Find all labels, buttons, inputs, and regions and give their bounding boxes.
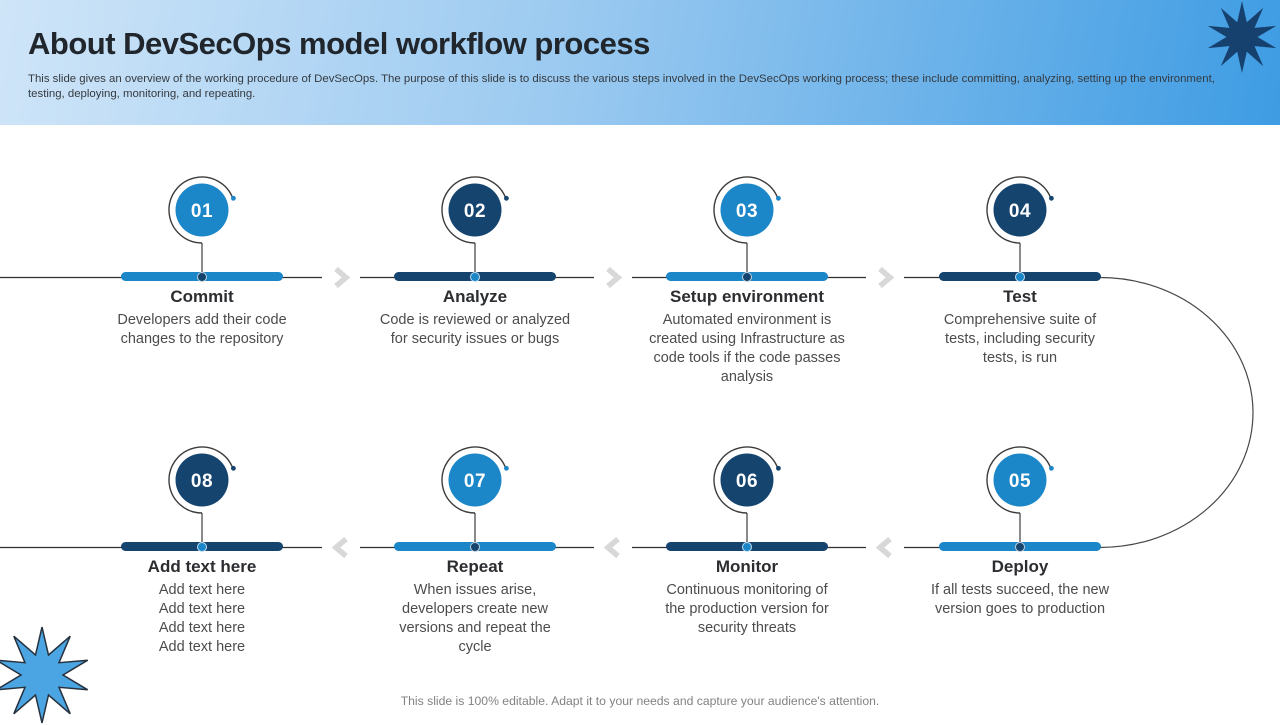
chevron-left-icon: [322, 534, 360, 561]
loop-connector: [1099, 276, 1254, 549]
chevron-right-icon: [866, 264, 904, 291]
starburst-icon: [0, 626, 89, 724]
step-number: 04: [1009, 201, 1031, 222]
timeline-node-dot: [197, 272, 207, 282]
step-node-icon: 02: [441, 176, 509, 277]
step-number: 01: [191, 201, 213, 222]
workflow-diagram: 01 Commit Developers add their code chan…: [0, 125, 1280, 720]
step-node-icon: 06: [713, 446, 781, 547]
step-description: Developers add their code changes to the…: [117, 312, 287, 348]
step-title: Deploy: [991, 557, 1049, 576]
slide-header: About DevSecOps model workflow process T…: [0, 0, 1280, 125]
step-title: Monitor: [715, 557, 779, 576]
page-title: About DevSecOps model workflow process: [28, 26, 650, 61]
timeline-node-dot: [1015, 272, 1025, 282]
step-description: When issues arise, developers create new…: [399, 582, 551, 656]
step-title: Repeat: [446, 557, 504, 576]
timeline-node-dot: [742, 542, 752, 552]
step-number: 02: [464, 201, 486, 222]
chevron-left-icon: [866, 534, 904, 561]
step-node-icon: 01: [168, 176, 236, 277]
step-description: Automated environment is created using I…: [649, 312, 845, 386]
step-node-icon: 04: [986, 176, 1054, 277]
footer-note: This slide is 100% editable. Adapt it to…: [400, 694, 880, 708]
step-number: 05: [1009, 471, 1031, 492]
step-node-icon: 08: [168, 446, 236, 547]
step-number: 07: [464, 471, 486, 492]
timeline-node-dot: [470, 272, 480, 282]
step-description: Continuous monitoring of the production …: [665, 582, 829, 637]
timeline-node-dot: [1015, 542, 1025, 552]
step-description: Code is reviewed or analyzed for securit…: [379, 312, 571, 348]
timeline-node-dot: [197, 542, 207, 552]
starburst-icon: [1207, 1, 1277, 73]
chevron-left-icon: [594, 534, 632, 561]
step-node-icon: 05: [986, 446, 1054, 547]
timeline-node-dot: [470, 542, 480, 552]
step-title: Analyze: [442, 287, 508, 306]
step-description: Add text here Add text here Add text her…: [158, 582, 246, 656]
step-number: 03: [736, 201, 758, 222]
step-description: Comprehensive suite of tests, including …: [943, 312, 1097, 367]
chevron-right-icon: [322, 264, 360, 291]
timeline-wires: [0, 264, 1254, 561]
slide-subtitle: This slide gives an overview of the work…: [28, 73, 1215, 100]
step-title: Setup environment: [670, 287, 824, 306]
step-description: If all tests succeed, the new version go…: [930, 582, 1110, 618]
step-title: Commit: [170, 287, 234, 306]
chevron-right-icon: [594, 264, 632, 291]
step-node-icon: 03: [713, 176, 781, 277]
step-title: Test: [1003, 287, 1037, 306]
step-title: Add text here: [147, 557, 257, 576]
timeline-node-dot: [742, 272, 752, 282]
step-number: 06: [736, 471, 758, 492]
step-node-icon: 07: [441, 446, 509, 547]
step-number: 08: [191, 471, 213, 492]
